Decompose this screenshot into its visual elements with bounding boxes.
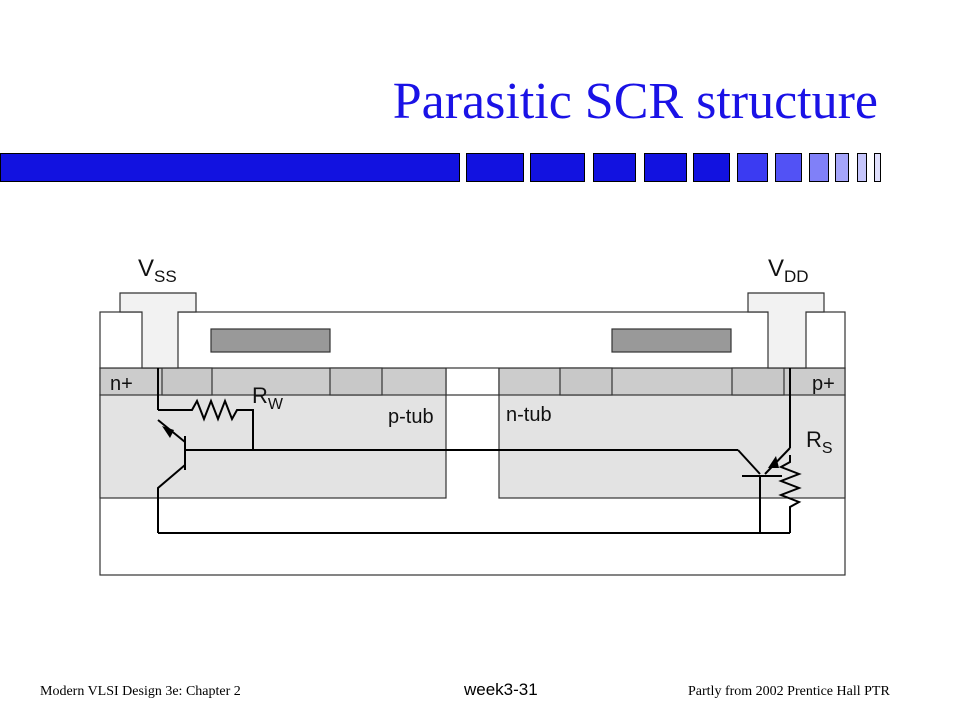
footer-right: Partly from 2002 Prentice Hall PTR — [688, 684, 890, 699]
n-tub-label: n-tub — [506, 404, 552, 426]
decoration-bar — [835, 153, 849, 182]
emitter-arrow — [768, 456, 779, 468]
vss-label: VSS — [138, 255, 177, 286]
slide-title: Parasitic SCR structure — [392, 73, 878, 130]
transistor-emitter — [764, 447, 791, 475]
decoration-bar — [644, 153, 687, 182]
resistor-rs — [778, 455, 802, 533]
emitter-arrow — [162, 426, 174, 438]
diffusion-region — [329, 367, 383, 396]
decoration-bar — [775, 153, 802, 182]
decoration-bar — [593, 153, 636, 182]
vdd-contact — [747, 292, 825, 369]
footer-page-number: week3-31 — [464, 680, 538, 699]
p-plus-diffusion — [731, 367, 785, 396]
decoration-bar — [466, 153, 524, 182]
diffusion-region — [559, 367, 613, 396]
resistor-rw — [158, 398, 254, 450]
rs-label: RS — [806, 427, 833, 457]
n-plus-label: n+ — [110, 373, 133, 395]
transistor-collector — [737, 449, 761, 475]
rw-label: RW — [252, 383, 284, 413]
transistor-collector — [157, 464, 186, 533]
decoration-bar — [809, 153, 829, 182]
vdd-label: VDD — [768, 255, 809, 286]
p-plus-label: p+ — [812, 373, 835, 395]
gate-left — [210, 328, 331, 353]
gate-right — [611, 328, 732, 353]
decoration-bar — [0, 153, 460, 182]
n-tub-surface — [498, 367, 846, 396]
footer-left: Modern VLSI Design 3e: Chapter 2 — [40, 684, 241, 699]
p-tub-surface — [99, 367, 447, 396]
vss-contact — [119, 292, 197, 369]
decoration-bar — [737, 153, 768, 182]
p-tub-label: p-tub — [388, 406, 434, 428]
decoration-bar — [530, 153, 585, 182]
n-plus-diffusion — [161, 367, 213, 396]
decoration-bar — [693, 153, 730, 182]
decoration-bar — [874, 153, 881, 182]
decoration-bar — [857, 153, 867, 182]
